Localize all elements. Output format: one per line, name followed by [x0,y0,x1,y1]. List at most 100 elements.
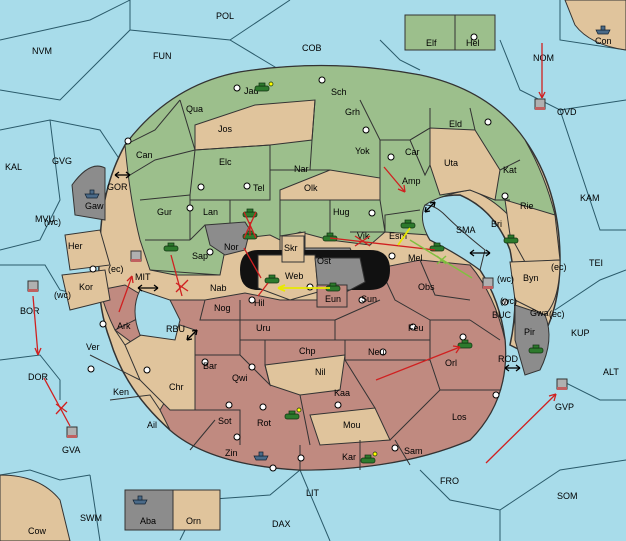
label-bar: Bar [203,361,217,371]
label-web: Web [285,271,303,281]
label-gwa: Gwa [530,308,549,318]
label-amp: Amp [402,176,421,186]
label-los: Los [452,412,467,422]
label-kup: KUP [571,328,590,338]
label-gor: GOR [107,182,128,192]
label-swm: SWM [80,513,102,523]
label-nil: Nil [315,367,326,377]
label-aba: Aba [140,516,156,526]
marker-mit[interactable] [130,250,142,262]
label-gur: Gur [157,207,172,217]
label-rot: Rot [257,418,272,428]
army-unit-sap[interactable] [163,242,179,252]
support-order-lines [277,227,411,292]
army-unit-pir[interactable] [528,344,544,354]
label-dax: DAX [272,519,291,529]
land-labels: Skr Ost Web Mel Byn Gaw Her Kor Nab Eun … [68,201,549,526]
marker-ovd[interactable] [534,98,546,110]
region-uta [429,127,501,201]
army-unit-nor-top[interactable] [242,208,258,218]
fleet-unit-con[interactable] [595,25,611,35]
fleet-unit-gaw[interactable] [84,189,100,199]
label-nab: Nab [210,283,227,293]
army-units[interactable] [163,81,544,464]
label-som: SOM [557,491,578,501]
army-unit-web[interactable] [264,274,280,284]
label-ovd: OVD [557,107,577,117]
label-kar: Kar [342,452,356,462]
label-uta: Uta [444,158,458,168]
label-chp: Chp [299,346,316,356]
convoy-order-lines [409,239,473,279]
sea-labels: POL NVM FUN COB NOM Con OVD KAL GVG GOR … [5,11,619,536]
label-gvp: GVP [555,402,574,412]
label-pir: Pir [524,327,535,337]
label-nor: Nor [224,242,239,252]
green-labels: Jad Sch Qua Grh Jos Eld Can Yok Car Elc … [136,38,534,261]
label-kaa: Kaa [334,388,350,398]
label-neu: Neu [368,347,385,357]
label-ark: Ark [117,321,131,331]
label-nvm: NVM [32,46,52,56]
label-her-wc: (wc) [44,217,61,227]
army-unit-bri[interactable] [503,234,519,244]
sea-sma-gulf [421,204,486,271]
label-hel: Hel [466,38,480,48]
army-unit-jad[interactable] [254,81,274,92]
label-hug: Hug [333,207,350,217]
region-cow[interactable] [0,474,71,541]
label-elc: Elc [219,157,232,167]
label-rie: Rie [520,201,534,211]
fleet-unit-zin[interactable] [253,451,269,461]
region-elf-hel-box [404,14,496,51]
label-gaw: Gaw [85,201,104,211]
label-nom: NOM [533,53,554,63]
label-pol: POL [216,11,234,21]
marker-bor[interactable] [27,280,39,292]
label-ail: Ail [147,420,157,430]
label-kam: KAM [580,193,600,203]
label-nar: Nar [294,164,309,174]
fleet-units[interactable] [84,25,611,505]
green-borders [124,99,521,276]
label-kor-wc: (wc) [54,290,71,300]
marker-buc[interactable] [482,277,494,289]
label-mel: Mel [408,253,423,263]
label-olk: Olk [304,183,318,193]
army-unit-orl[interactable] [457,339,473,349]
label-mou: Mou [343,420,361,430]
label-bor: BOR [20,306,40,316]
label-mit: MIT [135,272,151,282]
sea-unit-markers[interactable] [27,98,568,438]
label-tei: TEI [589,258,603,268]
region-kor [61,269,111,311]
marker-gvp[interactable] [556,378,568,390]
label-qwi: Qwi [232,373,248,383]
region-her [64,229,111,271]
label-gwa-wc: (wc) [500,296,517,306]
label-kor: Kor [79,282,93,292]
label-jad: Jad [244,86,259,96]
marker-gva[interactable] [66,426,78,438]
label-sam: Sam [404,446,423,456]
label-byn-ec: (ec) [551,262,567,272]
fleet-unit-aba[interactable] [132,495,148,505]
label-eun: Eun [325,294,341,304]
army-unit-kar[interactable] [360,451,378,464]
label-sun: Sun [361,294,377,304]
label-byn: Byn [523,273,539,283]
army-unit-esm[interactable] [400,219,416,229]
army-unit-rot[interactable] [284,407,302,420]
label-sch: Sch [331,87,347,97]
label-ver: Ver [86,342,100,352]
label-qua: Qua [186,104,203,114]
label-byn-wc: (wc) [497,274,514,284]
label-gva: GVA [62,445,80,455]
region-gaw [71,165,106,221]
label-zin: Zin [225,448,238,458]
adjacency-arrows [114,171,521,372]
label-feu: Feu [408,323,424,333]
order-lines [32,43,557,464]
label-mvu: MVU [35,214,55,224]
